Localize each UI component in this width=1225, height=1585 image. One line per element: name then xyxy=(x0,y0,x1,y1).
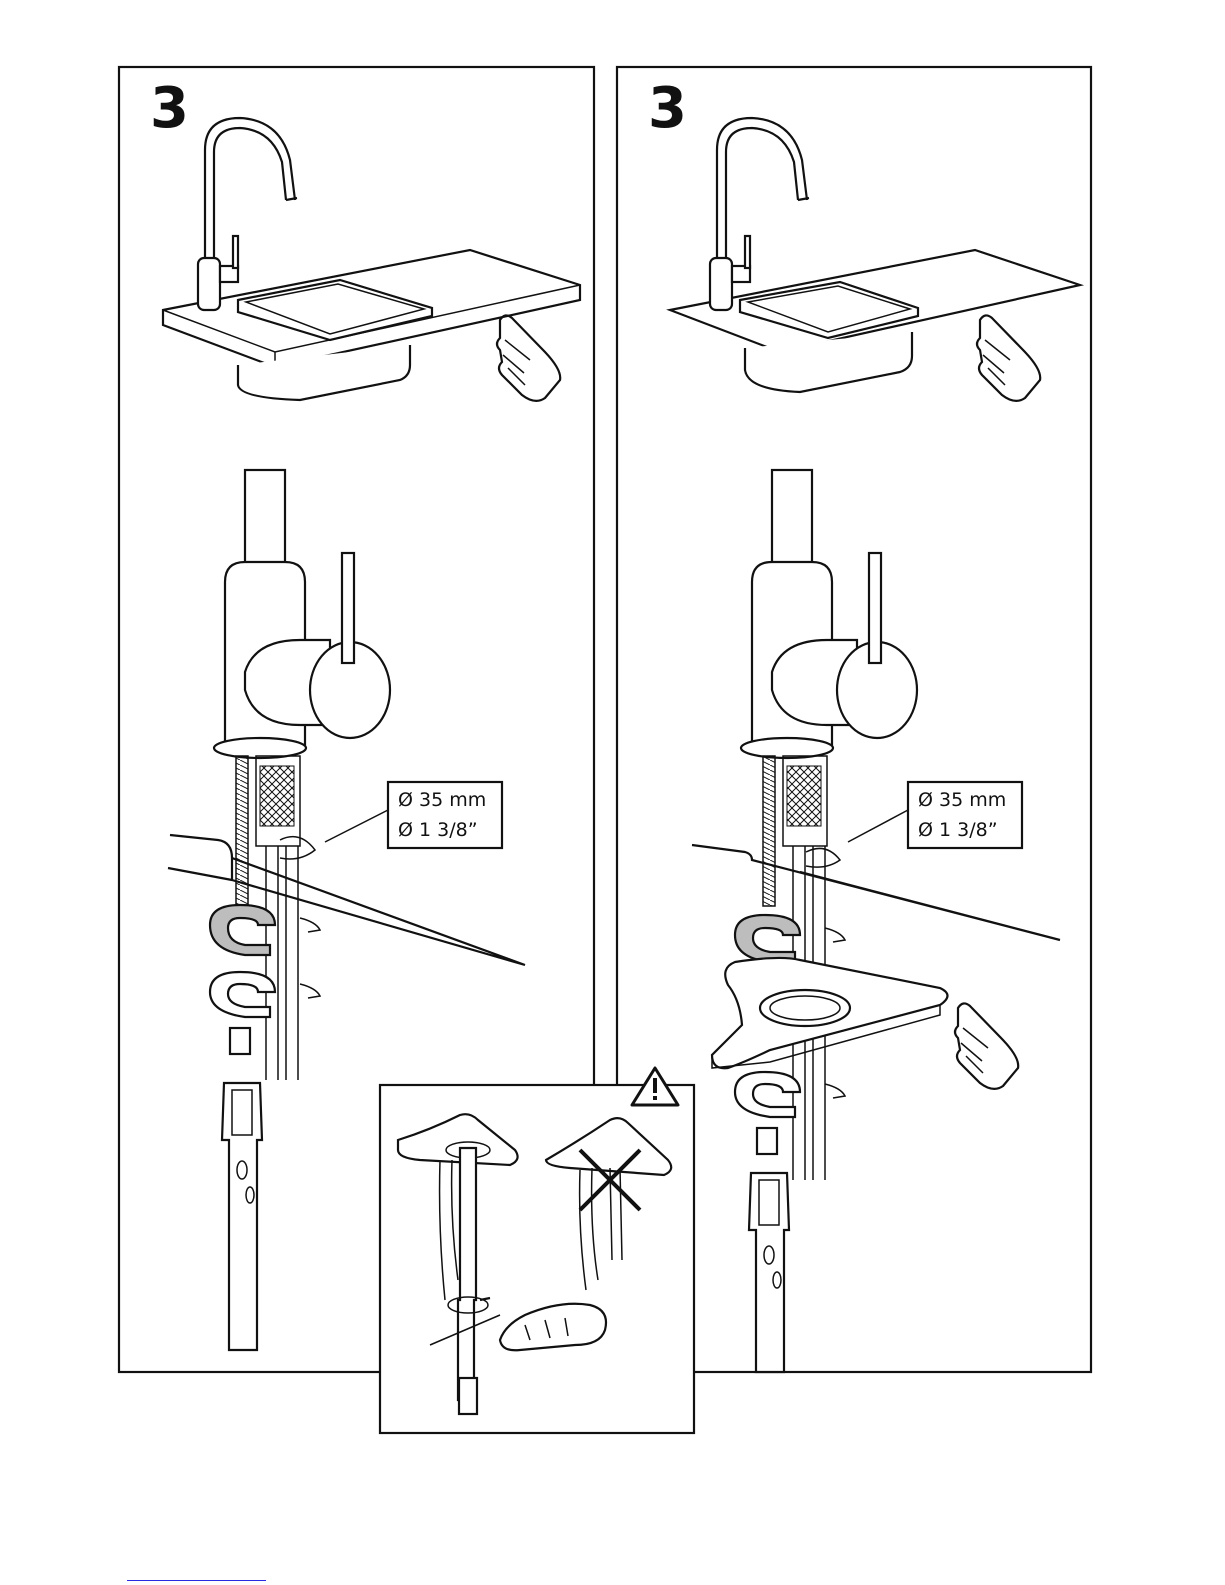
right-dimension-callout: Ø 35 mm Ø 1 3/8” xyxy=(848,782,1022,848)
left-socket-wrench xyxy=(222,1083,262,1350)
left-gray-washer-back xyxy=(300,918,320,932)
right-pointing-hand-icon-2 xyxy=(955,1003,1018,1088)
left-step-number: 3 xyxy=(150,76,189,141)
left-dimension-metric: Ø 35 mm xyxy=(398,789,486,811)
left-faucet-countertop xyxy=(163,118,580,400)
right-faucet-countertop xyxy=(670,118,1080,392)
right-pointing-hand-icon xyxy=(977,315,1040,400)
right-dimension-metric: Ø 35 mm xyxy=(918,789,1006,811)
footer-link-underline xyxy=(127,1580,266,1581)
right-steel-washer-back xyxy=(825,1084,845,1098)
right-gray-washer-back xyxy=(825,928,845,942)
right-gray-washer xyxy=(735,915,800,962)
warning-inset xyxy=(380,1068,694,1433)
right-nut xyxy=(757,1128,777,1154)
right-dimension-imperial: Ø 1 3/8” xyxy=(918,819,998,841)
left-pointing-hand-icon xyxy=(497,315,560,400)
right-steel-washer xyxy=(735,1072,800,1117)
right-socket-wrench xyxy=(749,1173,789,1372)
left-nut xyxy=(230,1028,250,1054)
left-dimension-imperial: Ø 1 3/8” xyxy=(398,819,478,841)
right-support-plate xyxy=(712,958,948,1068)
left-steel-washer-back xyxy=(300,984,320,998)
left-dimension-callout: Ø 35 mm Ø 1 3/8” xyxy=(325,782,502,848)
right-step-number: 3 xyxy=(648,76,687,141)
left-faucet-body-closeup xyxy=(214,470,390,1080)
right-mounting-hole xyxy=(806,848,840,867)
